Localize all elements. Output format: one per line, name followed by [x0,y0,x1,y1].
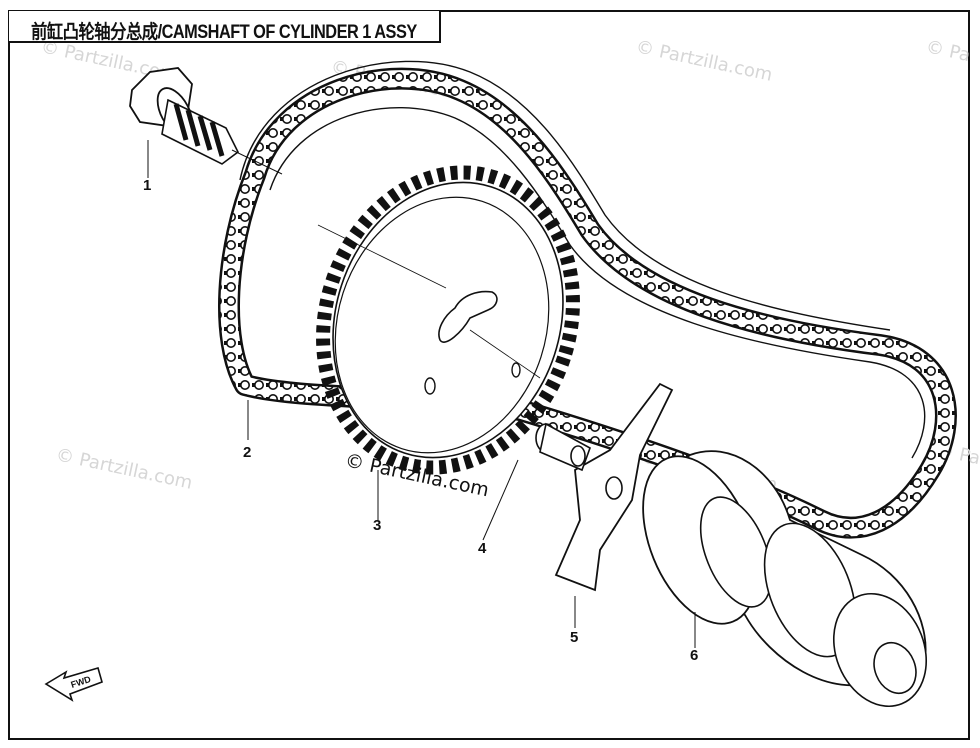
diagram-title: 前缸凸轮轴分总成/CAMSHAFT OF CYLINDER 1 ASSY [31,22,417,43]
chain-guide-plate [554,382,674,592]
callout-2: 2 [243,444,251,461]
diagram-frame [8,10,970,740]
watermark-text: © Pa [924,36,972,66]
dowel-pin [535,422,591,472]
timing-chain [218,60,957,539]
watermark-text: © Partzilla.com [634,36,774,85]
watermark-text: © Partzilla.com [54,444,194,493]
callout-6: 6 [690,647,698,664]
callout-5: 5 [570,629,578,646]
flange-bolt [129,67,283,175]
leader-lines [147,140,696,648]
callout-3: 3 [373,517,381,534]
callout-labels: 1 2 3 4 5 6 [143,177,698,664]
camshaft [642,450,928,708]
fwd-arrow-icon: FWD [44,667,103,702]
cam-sprocket [316,165,580,475]
callout-4: 4 [478,540,487,557]
callout-1: 1 [143,177,151,194]
title-box: 前缸凸轮轴分总成/CAMSHAFT OF CYLINDER 1 ASSY [9,11,441,43]
